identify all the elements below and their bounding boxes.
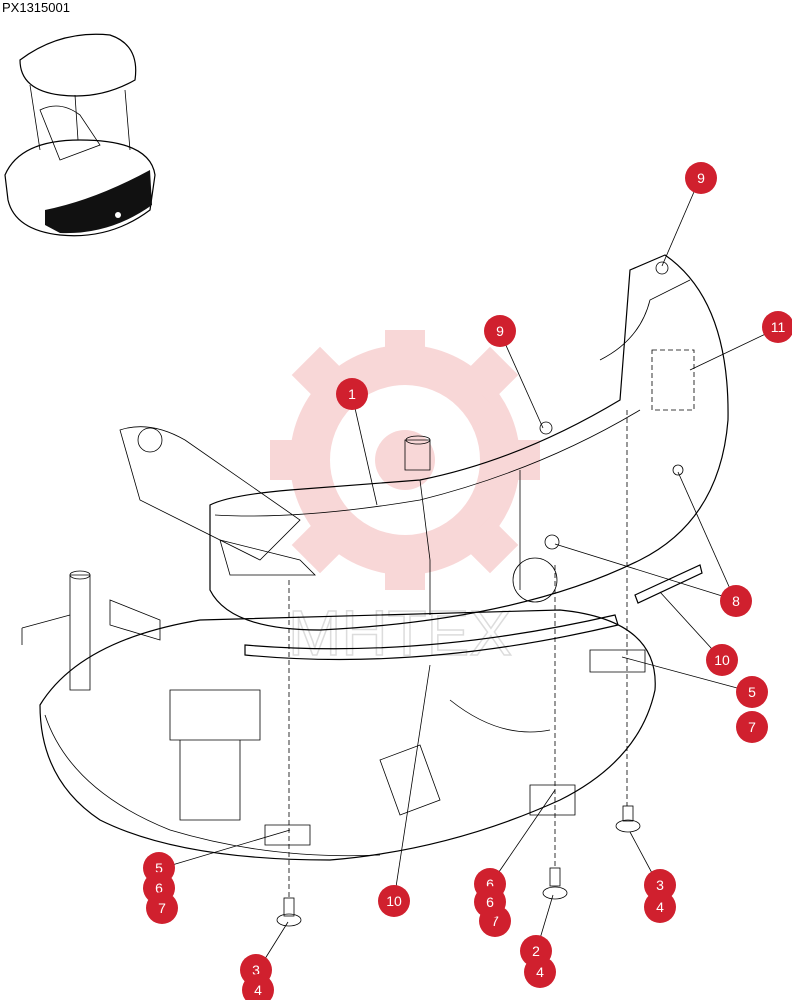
svg-text:5: 5 [155,860,163,876]
svg-text:4: 4 [656,899,664,915]
svg-text:1: 1 [348,386,356,402]
svg-text:7: 7 [491,913,499,929]
bolts [276,805,641,927]
bolt-icon [615,805,641,833]
callout-11: 11 [762,311,792,343]
svg-text:7: 7 [158,900,166,916]
callout-9: 9 [685,162,717,194]
svg-text:6: 6 [486,894,494,910]
callout-4: 4 [644,891,676,923]
callout-4: 4 [242,974,274,1000]
svg-text:7: 7 [748,719,756,735]
svg-text:9: 9 [697,170,705,186]
leader-lines [161,177,779,971]
assembly-lines [288,410,628,898]
svg-text:10: 10 [714,652,730,668]
thumbnail-machine [4,33,156,237]
svg-text:11: 11 [771,319,786,335]
callout-5: 5 [736,676,768,708]
callouts: 1 9 9 11 8 10 5 7 5 6 7 10 6 7 6 3 4 2 4… [143,162,792,1000]
bolt-icon [542,867,568,900]
svg-text:4: 4 [536,964,544,980]
svg-text:6: 6 [486,876,494,892]
callout-3: 3 [644,869,676,901]
rubber-strip [244,564,703,661]
callout-1: 1 [336,378,368,410]
svg-text:10: 10 [386,893,402,909]
svg-text:4: 4 [254,982,262,998]
svg-text:8: 8 [732,593,740,609]
callout-4: 4 [524,956,556,988]
svg-text:3: 3 [252,962,260,978]
callout-10: 10 [706,644,738,676]
swing-frame [21,426,656,861]
callout-7: 7 [736,711,768,743]
svg-text:5: 5 [748,684,756,700]
callout-7: 7 [146,892,178,924]
callout-6: 6 [474,886,506,918]
bolt-icon [276,897,302,927]
drawing-code: PX1315001 [2,0,70,15]
callout-9: 9 [484,315,516,347]
callout-8: 8 [720,585,752,617]
counterweight [209,254,729,631]
svg-text:3: 3 [656,877,664,893]
callout-10: 10 [378,885,410,917]
svg-text:9: 9 [496,323,504,339]
svg-text:6: 6 [155,880,163,896]
svg-text:2: 2 [532,943,540,959]
